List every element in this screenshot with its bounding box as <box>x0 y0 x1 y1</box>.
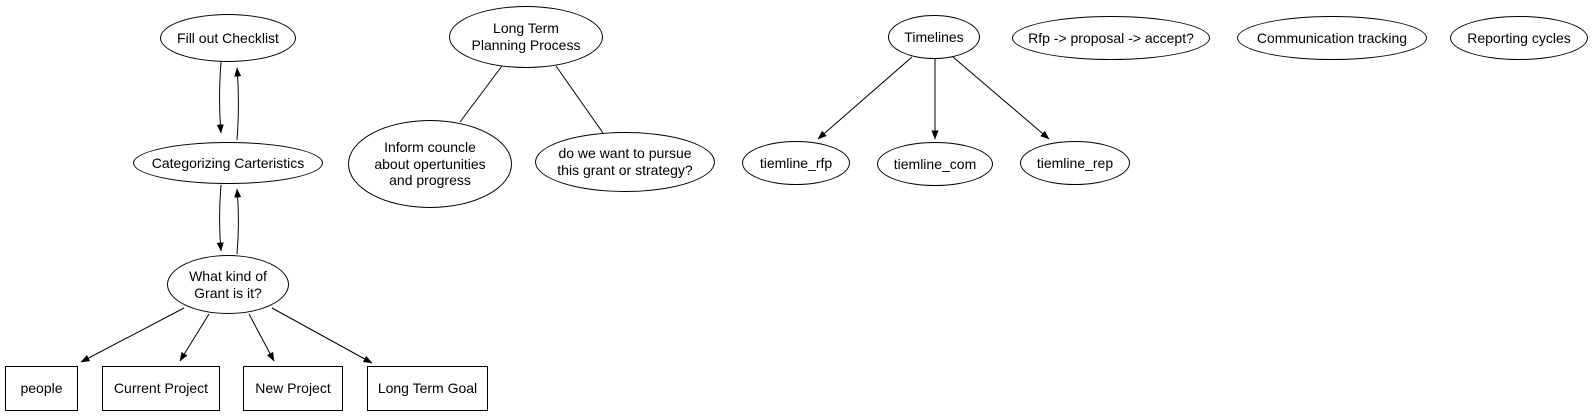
node-label: tiemline_com <box>893 155 977 172</box>
node-what-kind-of-grant: What kind of Grant is it? <box>167 255 289 314</box>
node-label: do we want to pursue this grant or strat… <box>557 145 693 178</box>
edge-planning-to-inform-councle <box>459 65 503 123</box>
node-label: Reporting cycles <box>1467 29 1571 46</box>
edge-what-kind-to-categorizing <box>234 188 242 255</box>
edge-planning-to-pursue-grant <box>555 65 604 134</box>
edge-fill-out-checklist-to-categorizing <box>216 61 224 134</box>
edge-what-kind-to-long-term-goal <box>271 307 373 364</box>
node-label: What kind of Grant is it? <box>189 267 267 301</box>
node-label: Categorizing Carteristics <box>151 154 305 171</box>
node-rfp-proposal-accept: Rfp -> proposal -> accept? <box>1012 16 1210 60</box>
node-label: tiemline_rfp <box>759 154 833 171</box>
edge-what-kind-to-people <box>80 307 185 363</box>
node-people: people <box>5 366 78 411</box>
edge-timelines-to-tiemline-rep <box>952 56 1050 140</box>
node-reporting-cycles: Reporting cycles <box>1450 16 1588 60</box>
edge-categorizing-to-fill-out-checklist <box>234 67 242 141</box>
edge-what-kind-to-new-project <box>248 313 275 362</box>
node-label: Long Term Planning Process <box>471 20 581 53</box>
node-tiemline-com: tiemline_com <box>877 142 993 186</box>
node-timelines: Timelines <box>888 15 980 59</box>
edge-timelines-to-tiemline-rfp <box>817 56 913 140</box>
edge-categorizing-to-what-kind <box>216 184 224 252</box>
node-tiemline-rfp: tiemline_rfp <box>742 141 850 185</box>
node-tiemline-rep: tiemline_rep <box>1020 141 1130 185</box>
node-fill-out-checklist: Fill out Checklist <box>160 14 296 62</box>
node-label: tiemline_rep <box>1036 154 1114 171</box>
node-label: Communication tracking <box>1256 29 1408 46</box>
node-communication-tracking: Communication tracking <box>1237 16 1427 60</box>
node-label: Inform councle about opertunities and pr… <box>374 139 486 189</box>
node-label: Long Term Goal <box>377 380 478 397</box>
node-label: Rfp -> proposal -> accept? <box>1028 29 1194 46</box>
node-categorizing-carteristics: Categorizing Carteristics <box>133 142 323 184</box>
node-inform-councle: Inform councle about opertunities and pr… <box>348 120 512 208</box>
node-label: New Project <box>255 380 331 397</box>
node-label: Current Project <box>113 380 209 397</box>
node-label: Timelines <box>904 28 964 45</box>
node-long-term-planning-process: Long Term Planning Process <box>449 6 603 68</box>
node-pursue-grant-or-strategy: do we want to pursue this grant or strat… <box>535 132 715 192</box>
node-label: people <box>20 380 63 397</box>
node-long-term-goal: Long Term Goal <box>367 366 488 411</box>
node-label: Fill out Checklist <box>177 29 279 46</box>
node-new-project: New Project <box>243 366 343 411</box>
node-current-project: Current Project <box>102 366 220 411</box>
edge-what-kind-to-current-project <box>179 313 210 362</box>
